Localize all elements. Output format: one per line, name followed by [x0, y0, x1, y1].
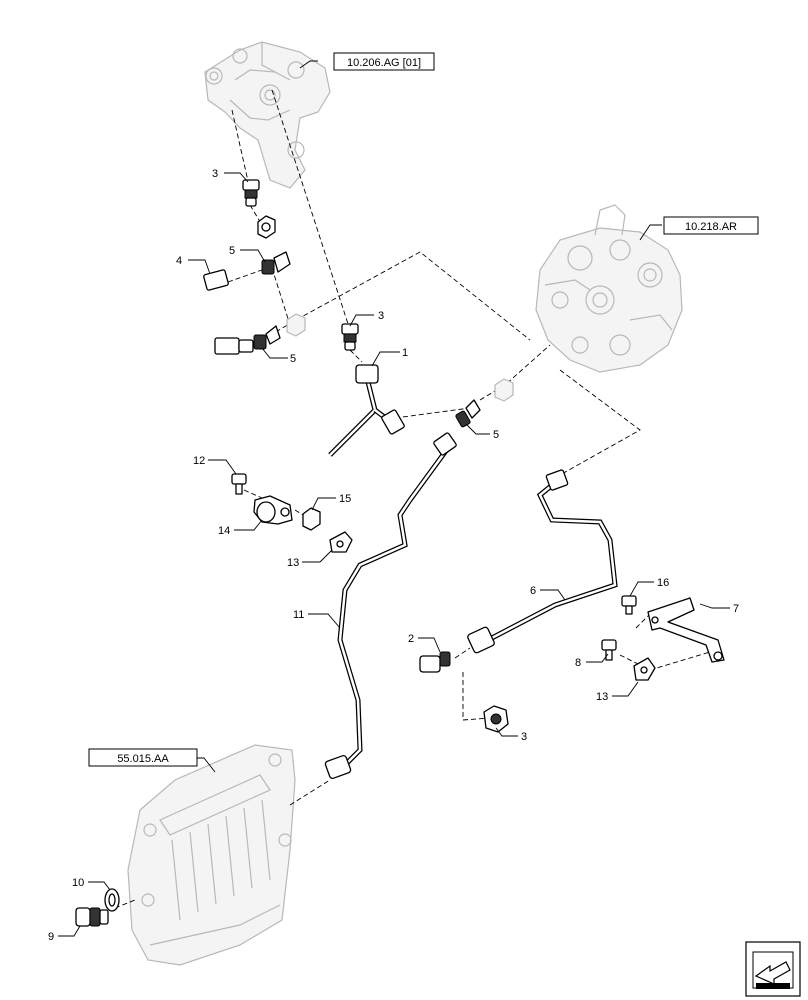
nut-right	[494, 378, 514, 402]
callout-13: 13	[596, 691, 608, 703]
part-3-adapter-bottom	[483, 705, 509, 733]
part-9-fitting	[75, 907, 109, 927]
callout-2: 2	[408, 633, 414, 645]
part-4-pipe	[144, 269, 254, 355]
ref-label-3: 55.015.AA	[117, 753, 169, 765]
callout-8: 8	[575, 657, 581, 669]
part-13-clip-right	[633, 657, 656, 681]
part-16-bolt	[621, 595, 637, 615]
ref-label-1: 10.206.AG [01]	[347, 57, 421, 69]
callout-10: 10	[72, 877, 84, 889]
part-2-elbow	[419, 651, 451, 673]
leader-lines	[58, 60, 730, 937]
callout-9: 9	[48, 931, 54, 943]
callout-16: 16	[657, 577, 669, 589]
part-5-elbow-top	[261, 251, 291, 275]
callout-5: 5	[290, 353, 296, 365]
next-page-arrow-icon[interactable]	[745, 941, 801, 997]
part-3-adapter-top	[242, 179, 260, 207]
callout-1: 1	[402, 347, 408, 359]
part-7-bracket	[647, 597, 725, 663]
callout-numbers: 3 4 5 5 3 1 5 12 15 14 13 11 6 2 3 16 7 …	[48, 168, 739, 943]
nut-mid	[286, 313, 306, 337]
callout-5: 5	[493, 429, 499, 441]
nut-top	[257, 215, 276, 239]
callout-12: 12	[193, 455, 205, 467]
part-14-clamp	[253, 495, 293, 525]
callout-3: 3	[378, 310, 384, 322]
callout-7: 7	[733, 603, 739, 615]
part-5-elbow-right	[455, 399, 481, 428]
part-3-adapter-mid	[341, 323, 359, 351]
callout-3: 3	[212, 168, 218, 180]
part-11-pipe	[324, 432, 457, 780]
ref-box-10-218-ar[interactable]: 10.218.AR	[663, 216, 759, 235]
callout-13: 13	[287, 557, 299, 569]
callout-3: 3	[521, 731, 527, 743]
part-12-bolt	[231, 473, 247, 495]
callout-11: 11	[293, 609, 304, 621]
part-8-bolt	[601, 639, 617, 661]
part-1-pipe	[328, 364, 405, 457]
callout-4: 4	[176, 255, 182, 267]
ref-box-55-015-aa[interactable]: 55.015.AA	[88, 748, 198, 767]
high-pressure-pump	[535, 204, 683, 373]
callout-6: 6	[530, 585, 536, 597]
callout-5: 5	[229, 245, 235, 257]
part-13-clip-left	[329, 531, 353, 553]
part-5-elbow-left	[253, 325, 281, 350]
filter-head-bracket	[204, 41, 331, 189]
part-6-pipe	[467, 469, 618, 654]
ref-label-2: 10.218.AR	[685, 221, 737, 233]
part-15-nut	[302, 507, 321, 531]
callout-14: 14	[218, 525, 230, 537]
ref-box-10-206-ag[interactable]: 10.206.AG [01]	[333, 52, 435, 71]
callout-15: 15	[339, 493, 351, 505]
part-10-washer	[104, 888, 120, 912]
assembly-lines	[114, 89, 711, 909]
filter-housing	[127, 744, 296, 966]
